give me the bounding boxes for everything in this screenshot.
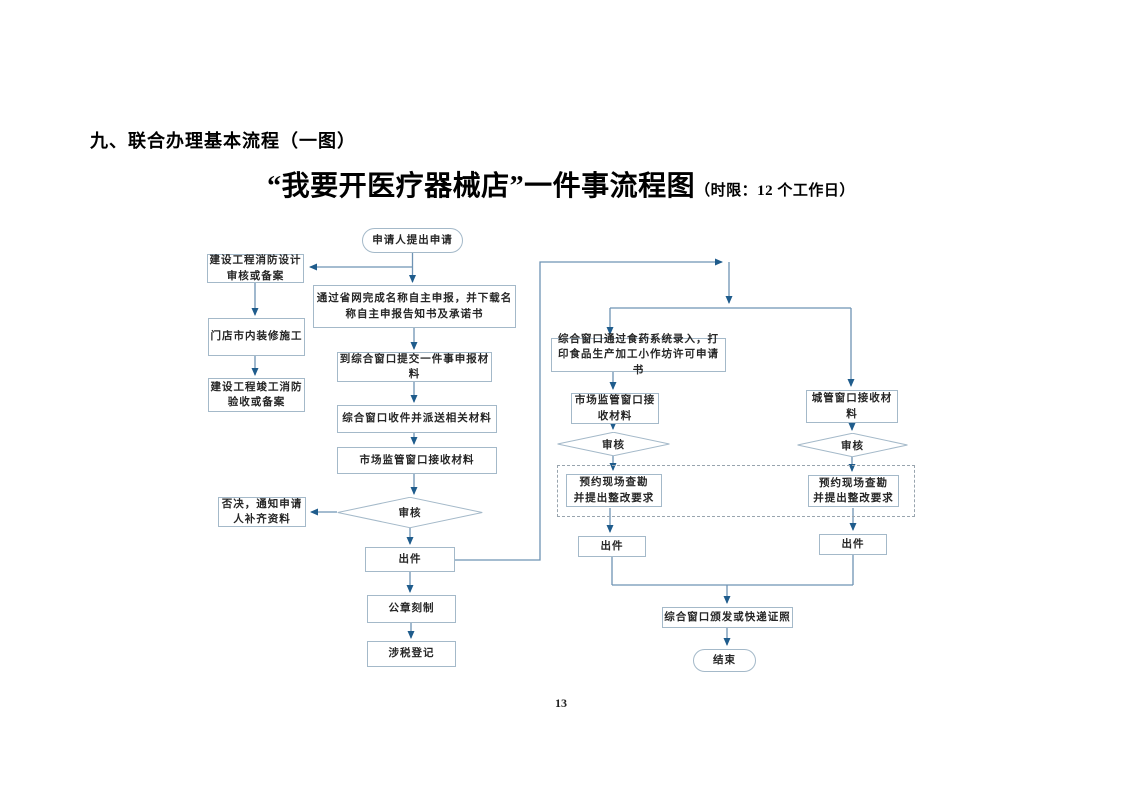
node-review-right: 审核 bbox=[797, 433, 908, 457]
node-fire-design: 建设工程消防设计 审核或备案 bbox=[207, 254, 304, 283]
node-tax-register-label: 涉税登记 bbox=[388, 648, 435, 660]
flowchart-title-suffix: （时限：12 个工作日） bbox=[695, 183, 855, 199]
node-issue-left-label: 出件 bbox=[600, 540, 624, 552]
diamond-shape bbox=[557, 432, 670, 456]
node-name-declare: 通过省网完成名称自主申报，并下载名 称自主申报告知书及承诺书 bbox=[313, 285, 516, 328]
node-site-survey-right: 预约现场查勘 并提出整改要求 bbox=[808, 475, 899, 507]
node-start: 申请人提出申请 bbox=[362, 228, 463, 253]
node-urban-receive-label: 城管窗口接收材 料 bbox=[811, 393, 893, 420]
node-decoration: 门店市内装修施工 bbox=[208, 318, 305, 356]
node-start-label: 申请人提出申请 bbox=[372, 234, 453, 246]
node-submit-window: 到综合窗口提交一件事申报材 料 bbox=[337, 352, 492, 382]
flowchart-title-main: “我要开医疗器械店”一件事流程图 bbox=[267, 171, 696, 202]
node-review-main: 审核 bbox=[337, 497, 483, 528]
node-end: 结束 bbox=[693, 649, 756, 672]
node-market-receive: 市场监管窗口接收材料 bbox=[337, 447, 497, 474]
node-dispatch-label: 综合窗口收件并派送相关材料 bbox=[342, 413, 492, 425]
section-heading: 九、联合办理基本流程（一图） bbox=[90, 131, 356, 151]
node-issue-main: 出件 bbox=[365, 547, 455, 572]
node-reject-label: 否决，通知申请 人补齐资料 bbox=[221, 498, 303, 525]
flowchart-title: “我要开医疗器械店”一件事流程图（时限：12 个工作日） bbox=[0, 164, 1122, 204]
node-fire-acceptance: 建设工程竣工消防 验收或备案 bbox=[208, 378, 305, 412]
node-issue-left: 出件 bbox=[578, 536, 646, 557]
node-tax-register: 涉税登记 bbox=[367, 641, 456, 667]
node-issue-right-label: 出件 bbox=[841, 538, 865, 550]
node-name-declare-label: 通过省网完成名称自主申报，并下载名 称自主申报告知书及承诺书 bbox=[316, 293, 513, 320]
node-food-entry: 综合窗口通过食药系统录入，打 印食品生产加工小作坊许可申请书 bbox=[551, 334, 726, 376]
diamond-shape bbox=[337, 497, 483, 528]
site-survey-dashed-group bbox=[557, 465, 915, 517]
node-market-receive-label: 市场监管窗口接收材料 bbox=[359, 454, 475, 466]
node-review-right-label: 审核 bbox=[841, 440, 864, 452]
node-issue-right: 出件 bbox=[819, 534, 887, 555]
node-dispatch: 综合窗口收件并派送相关材料 bbox=[337, 405, 497, 433]
node-review-left-label: 审核 bbox=[602, 439, 625, 451]
node-deliver-label: 综合窗口颁发或快递证照 bbox=[664, 611, 791, 623]
node-reject: 否决，通知申请 人补齐资料 bbox=[218, 497, 306, 527]
node-fire-design-label: 建设工程消防设计 审核或备案 bbox=[209, 255, 302, 282]
node-urban-receive: 城管窗口接收材 料 bbox=[806, 390, 898, 423]
node-food-entry-label: 综合窗口通过食药系统录入，打 印食品生产加工小作坊许可申请书 bbox=[558, 334, 719, 376]
node-site-survey-right-label: 预约现场查勘 并提出整改要求 bbox=[813, 477, 894, 504]
node-site-survey-left-label: 预约现场查勘 并提出整改要求 bbox=[573, 477, 655, 504]
node-deliver: 综合窗口颁发或快递证照 bbox=[662, 607, 793, 628]
node-review-left: 审核 bbox=[557, 432, 670, 456]
node-seal-carving: 公章刻制 bbox=[367, 595, 456, 623]
node-site-survey-left: 预约现场查勘 并提出整改要求 bbox=[566, 474, 662, 507]
page-number: 13 bbox=[555, 696, 567, 710]
diamond-shape bbox=[797, 433, 908, 457]
node-issue-main-label: 出件 bbox=[398, 553, 422, 565]
node-market-receive2-label: 市场监管窗口接 收材料 bbox=[574, 395, 656, 422]
node-submit-window-label: 到综合窗口提交一件事申报材 料 bbox=[339, 353, 490, 380]
node-seal-carving-label: 公章刻制 bbox=[388, 603, 435, 615]
node-market-receive2: 市场监管窗口接 收材料 bbox=[571, 393, 659, 424]
node-end-label: 结束 bbox=[713, 654, 736, 666]
node-review-main-label: 审核 bbox=[398, 508, 422, 519]
node-fire-acceptance-label: 建设工程竣工消防 验收或备案 bbox=[210, 381, 303, 408]
node-decoration-label: 门店市内装修施工 bbox=[210, 331, 303, 343]
